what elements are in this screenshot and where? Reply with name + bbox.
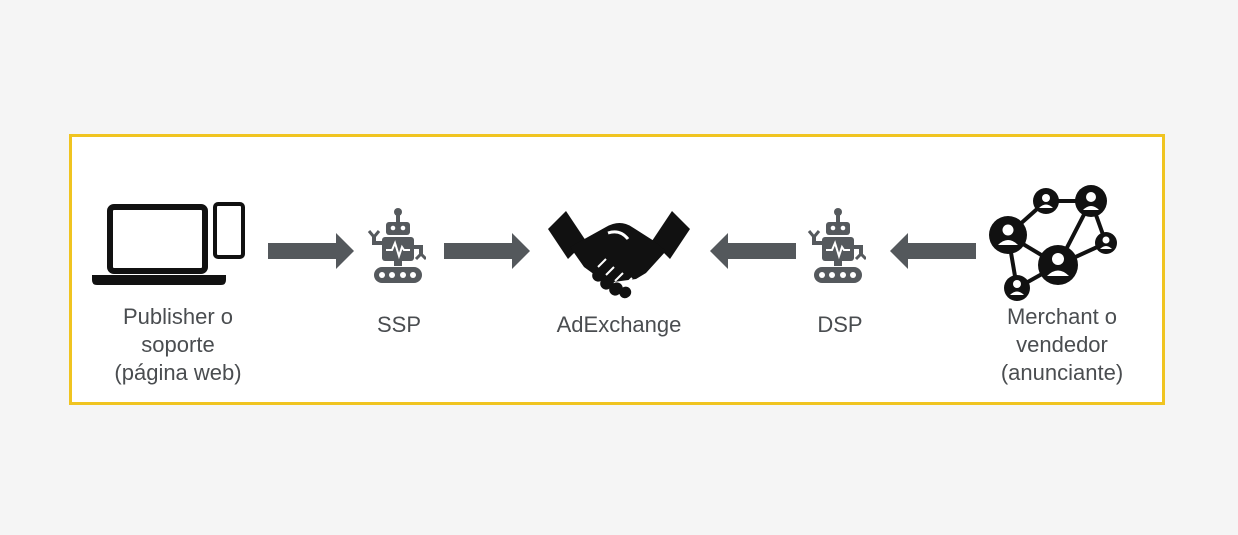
dsp-label: DSP: [817, 312, 863, 337]
arrow-dsp-to-adexchange: [710, 233, 796, 269]
robot-icon: [367, 208, 426, 283]
robot-icon: [807, 208, 866, 283]
merchant-label: Merchant o vendedor (anunciante): [1000, 304, 1124, 385]
laptop-phone-icon: [92, 202, 245, 285]
people-network-icon: [989, 185, 1117, 301]
arrow-merchant-to-dsp: [890, 233, 976, 269]
adexchange-label: AdExchange: [556, 312, 682, 337]
arrow-ssp-to-adexchange: [444, 233, 530, 269]
handshake-icon: [548, 211, 690, 299]
publisher-label: Publisher o soporte (página web): [114, 304, 242, 385]
diagram-frame: Publisher o soporte (página web) SSP: [69, 134, 1165, 405]
arrow-publisher-to-ssp: [268, 233, 354, 269]
ssp-label: SSP: [376, 312, 422, 337]
